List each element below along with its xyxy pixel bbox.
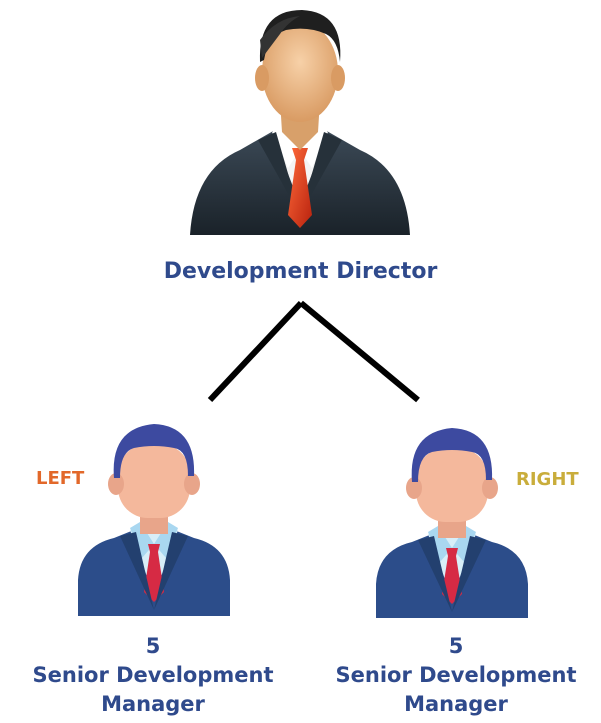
right-manager-avatar-icon <box>376 428 528 618</box>
right-manager-label: 5 Senior Development Manager <box>311 632 601 719</box>
right-manager-title-line1: Senior Development <box>335 663 577 687</box>
connector-line-left <box>207 300 304 403</box>
right-tag: RIGHT <box>516 469 579 490</box>
left-manager-title-line1: Senior Development <box>32 663 274 687</box>
connector-line-right <box>299 300 420 403</box>
right-manager-count: 5 <box>448 634 464 658</box>
director-title: Development Director <box>163 259 438 284</box>
right-manager-title-line2: Manager <box>404 692 508 716</box>
director-businessman-icon <box>190 10 410 235</box>
left-tag: LEFT <box>36 468 85 489</box>
hierarchy-connector <box>207 300 420 403</box>
left-manager-count: 5 <box>145 634 161 658</box>
left-manager-avatar-icon <box>78 424 230 616</box>
left-manager-title-line2: Manager <box>101 692 205 716</box>
left-manager-label: 5 Senior Development Manager <box>8 632 298 719</box>
